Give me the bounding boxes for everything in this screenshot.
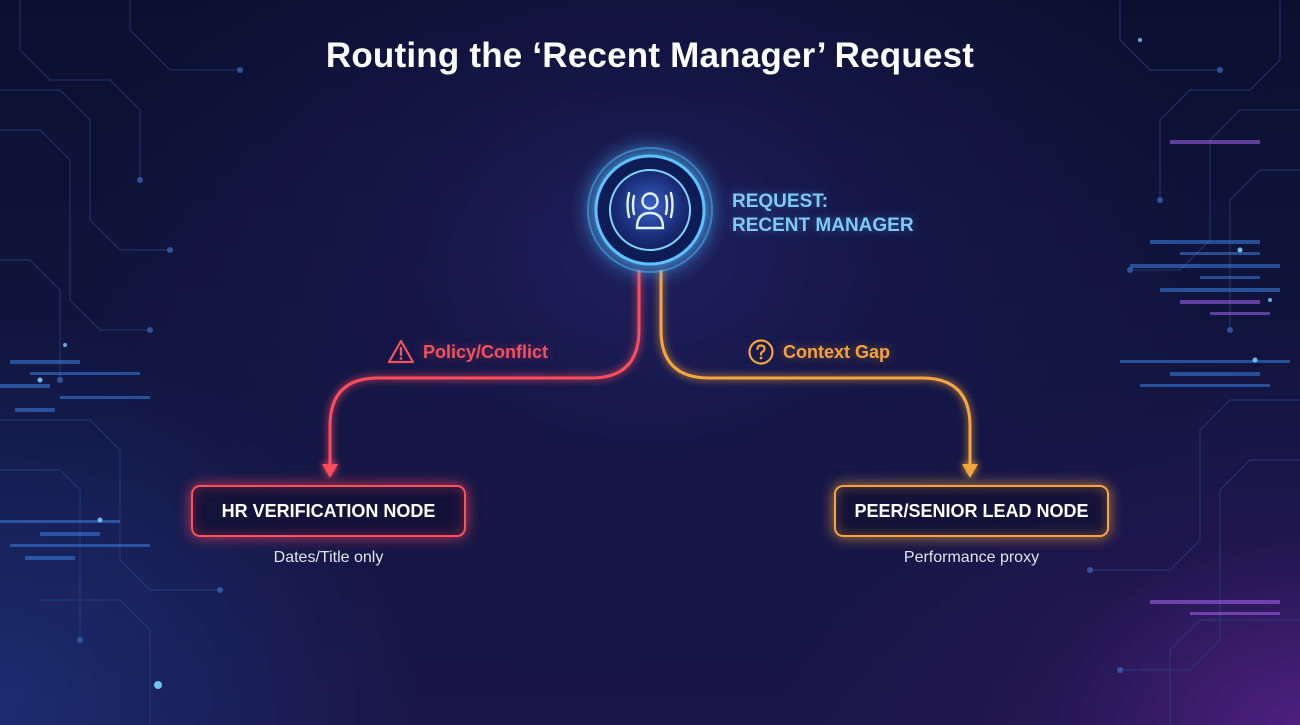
question-circle-icon: [748, 339, 774, 365]
hr-verification-caption: Dates/Title only: [273, 549, 384, 566]
request-hub: [570, 130, 730, 290]
request-label: REQUEST: RECENT MANAGER: [732, 190, 914, 238]
request-label-line2: RECENT MANAGER: [732, 215, 914, 236]
hr-verification-node-label: HR VERIFICATION NODE: [221, 500, 436, 521]
connector-context: [659, 270, 978, 478]
peer-senior-lead-node: PEER/SENIOR LEAD NODE: [834, 485, 1109, 537]
branch-label-context-text: Context Gap: [783, 341, 891, 362]
page-title: Routing the ‘Recent Manager’ Request: [325, 36, 975, 75]
branch-label-context: Context Gap: [747, 338, 890, 366]
peer-senior-lead-caption: Performance proxy: [903, 549, 1040, 566]
branch-label-policy: Policy/Conflict: [387, 338, 548, 366]
connector-policy: [322, 270, 641, 478]
hr-verification-node: HR VERIFICATION NODE: [191, 485, 466, 537]
branch-label-policy-text: Policy/Conflict: [423, 341, 549, 362]
request-label-line1: REQUEST:: [732, 191, 829, 212]
user-scan-icon: [626, 191, 674, 230]
warning-triangle-icon: [387, 339, 415, 364]
peer-senior-lead-node-label: PEER/SENIOR LEAD NODE: [854, 500, 1089, 521]
